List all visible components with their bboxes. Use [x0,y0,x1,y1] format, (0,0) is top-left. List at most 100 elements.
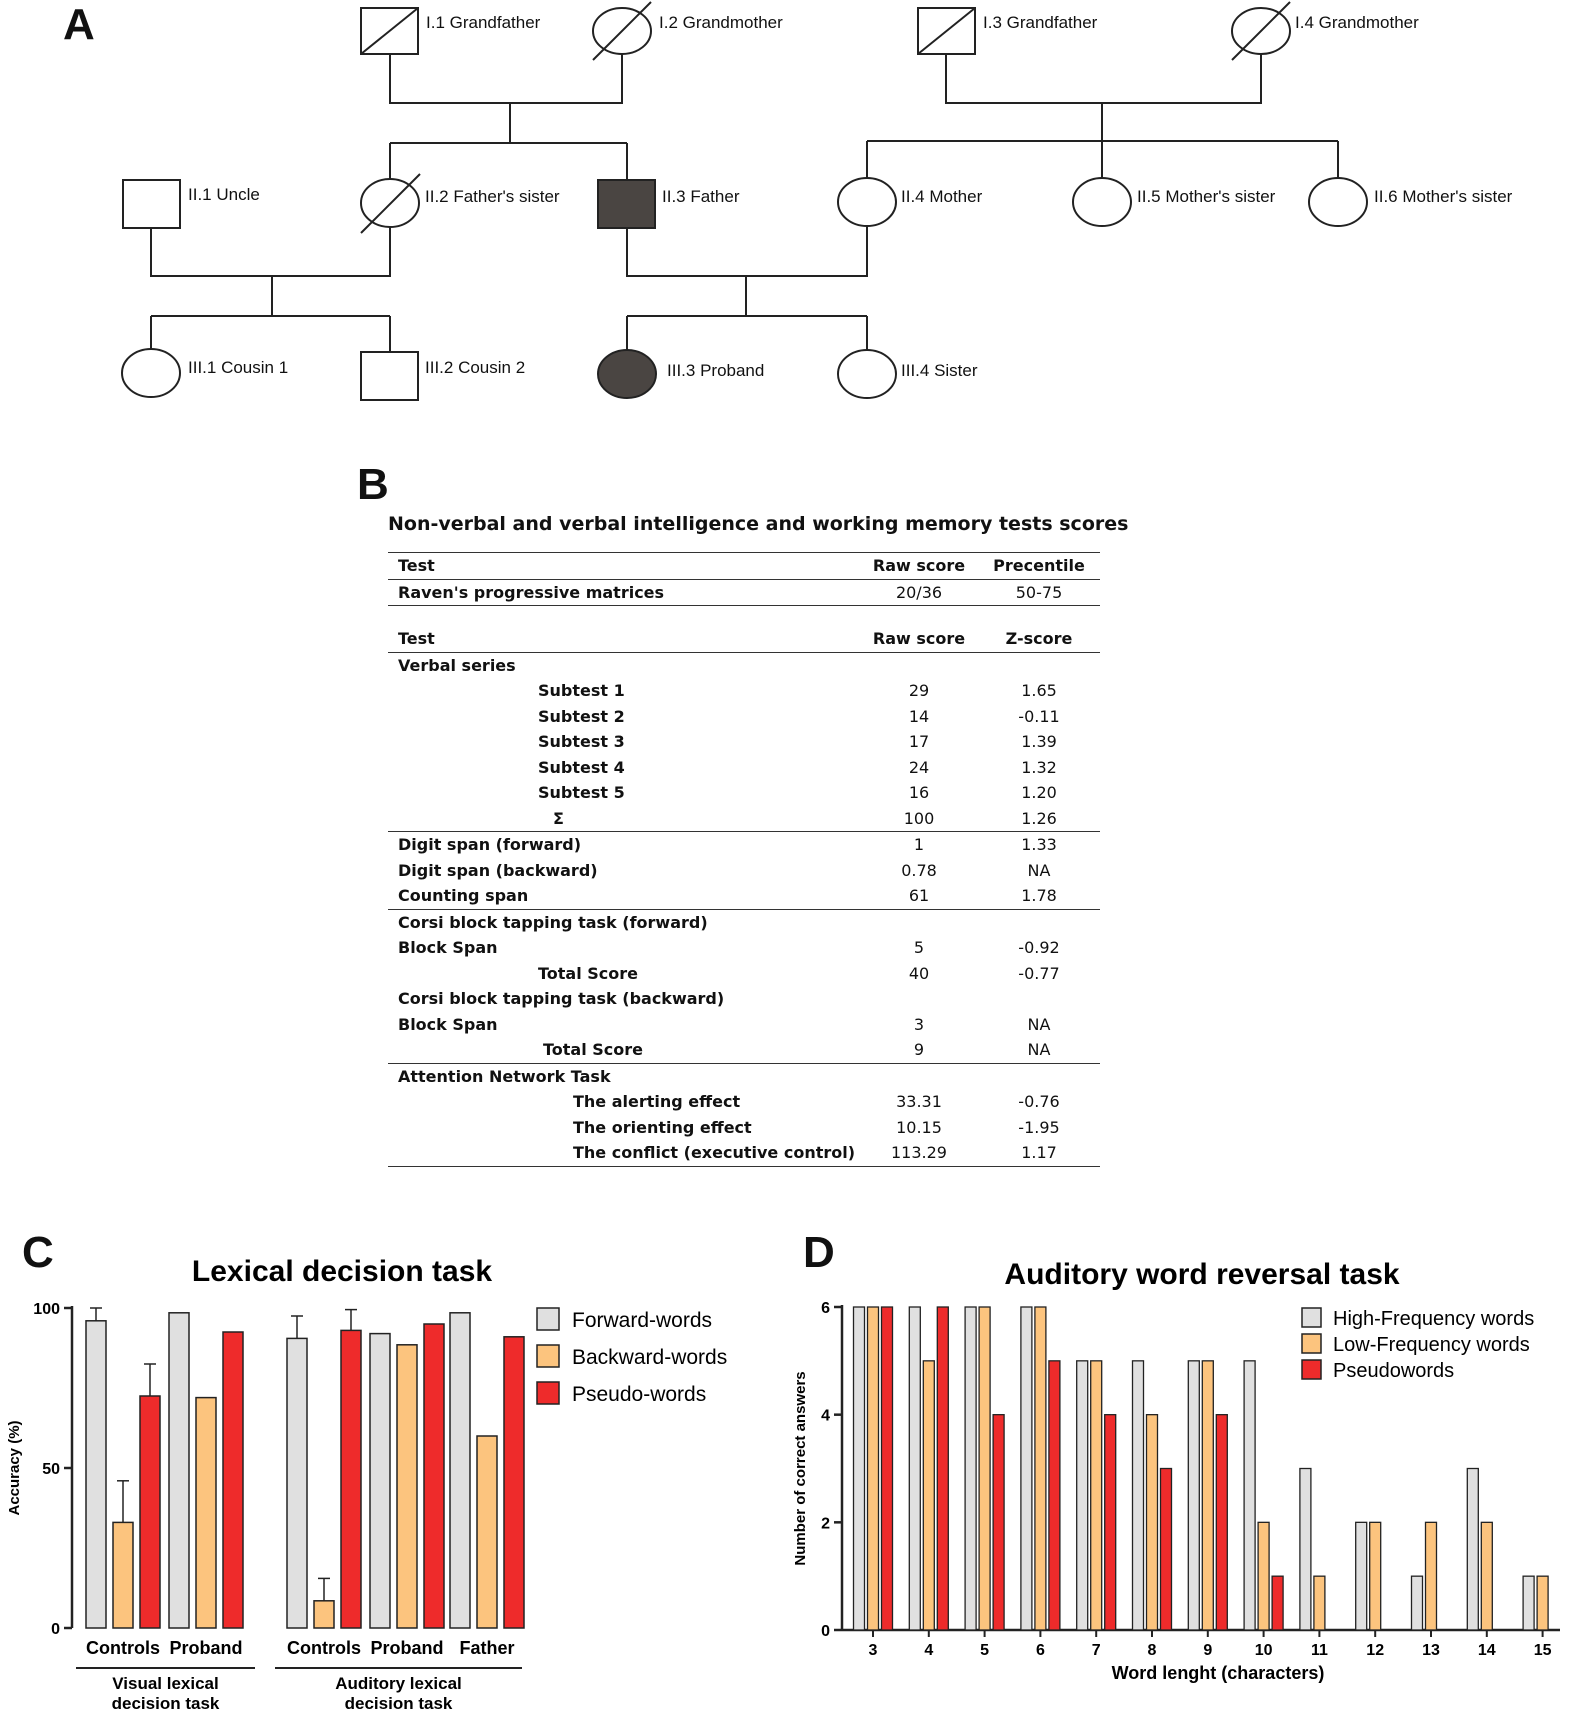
chart-c-bar [195,1396,217,1629]
chart-c-bar [85,1320,107,1629]
pedigree-grandfather-paternal [360,7,419,55]
chart-d-bar [1522,1575,1535,1631]
row-score: -1.95 [1018,1117,1060,1137]
chart-c-x-tick-label: Proband [169,1638,242,1658]
section-label: Attention Network Task [398,1066,611,1086]
label-ii4: II.4 Mother [901,187,983,206]
row-label: Block Span [398,938,498,957]
chart-c-group-label: decision task [112,1694,220,1713]
row-label: Total Score [538,963,639,983]
chart-c-legend-swatch [536,1381,560,1405]
header-test: Test [388,626,860,653]
table-row: Total Score 40 -0.77 [388,961,1100,987]
row-label: Subtest 2 [538,706,625,726]
chart-d-legend-label: High-Frequency words [1333,1308,1534,1330]
chart-c-y-tick-label: 50 [42,1461,60,1478]
label-ii3: II.3 Father [662,187,740,206]
chart-c-bar [396,1344,418,1629]
header-zscore: Z-score [978,626,1100,653]
row-label: Digit span (forward) [398,835,582,854]
chart-c-y-tick-label: 0 [51,1621,60,1638]
chart-d-x-tick-label: 8 [1148,1642,1157,1659]
label-ii5: II.5 Mother's sister [1137,187,1276,206]
chart-d-bar [1299,1467,1312,1631]
row-raw: 1 [913,835,925,854]
table-section-row: Attention Network Task [388,1063,1100,1089]
row-score: 1.17 [978,1140,1100,1167]
label-iii2: III.2 Cousin 2 [425,358,525,377]
pedigree-proband-affected [597,349,657,399]
row-score: 1.26 [978,805,1100,832]
chart-d-bar [936,1306,949,1631]
label-ii2: II.2 Father's sister [425,187,560,206]
chart-d-bar [1187,1360,1200,1631]
table-row: Digit span (forward) 1 1.33 [388,832,1100,858]
row-label: Digit span (backward) [398,860,598,880]
chart-d-x-tick-label: 6 [1036,1642,1045,1659]
chart-d-bar [922,1360,935,1631]
chart-d-bar [1466,1467,1479,1631]
table-row: Counting span 61 1.78 [388,883,1100,910]
chart-d-bar [1536,1575,1549,1631]
chart-d-x-tick-label: 5 [980,1642,989,1659]
pedigree-sister [837,349,897,399]
row-raw: 17 [908,732,930,751]
pedigree-cousin-2 [360,351,419,401]
panel-label-b: B [357,460,389,509]
chart-d-bar [1215,1414,1228,1631]
chart-d-x-tick-label: 14 [1478,1642,1496,1659]
chart-d-bar [1480,1521,1493,1631]
label-i3: I.3 Grandfather [983,13,1098,32]
table-row: The conflict (executive control) 113.29 … [388,1140,1100,1167]
pedigree-grandfather-maternal [917,7,976,55]
row-raw: 24 [908,757,930,777]
chart-d-bar [1313,1575,1326,1631]
chart-d-bar [1020,1306,1033,1631]
label-i2: I.2 Grandmother [659,13,783,32]
chart-c-bar [503,1336,525,1629]
chart-c-x-tick-label: Proband [370,1638,443,1658]
label-i1: I.1 Grandfather [426,13,541,32]
table-row: The alerting effect 33.31 -0.76 [388,1089,1100,1115]
row-raw: 0.78 [901,860,937,880]
chart-d-legend-label: Pseudowords [1333,1360,1454,1382]
label-iii3: III.3 Proband [667,361,764,380]
chart-c-bar [369,1332,391,1629]
row-score: -0.77 [1018,963,1060,983]
chart-d-bar [1131,1360,1145,1631]
header-test: Test [388,552,860,580]
chart-d-x-tick-label: 9 [1203,1642,1212,1659]
pedigree-fathers-sister [360,173,421,234]
chart-d-x-tick-label: 11 [1311,1642,1328,1659]
row-raw: 29 [908,681,930,700]
row-raw: 61 [860,883,978,910]
table-header-row: Test Raw score Precentile [388,552,1100,580]
chart-d-bar [1201,1360,1214,1631]
row-label: The alerting effect [573,1092,741,1111]
chart-c-bar [168,1312,190,1629]
chart-d-y-label: Number of correct answers [792,1371,809,1565]
section-label: Corsi block tapping task (backward) [398,989,725,1008]
chart-d-legend-swatch [1301,1333,1322,1354]
chart-d-legend-swatch [1301,1307,1322,1328]
table-row: Subtest 3 17 1.39 [388,729,1100,755]
chart-d-y-tick-label: 2 [821,1515,830,1532]
row-score: 1.33 [1021,835,1057,854]
row-label: Subtest 3 [538,732,625,751]
chart-d-x-tick-label: 4 [924,1642,933,1659]
chart-d-y-tick-label: 0 [821,1623,830,1640]
chart-d-bar [880,1306,894,1631]
row-raw: 5 [913,938,925,957]
pedigree-grandmother-paternal [592,1,652,61]
table-row: Subtest 5 16 1.20 [388,780,1100,806]
row-label: Σ [388,805,860,832]
chart-c-x-tick-label: Controls [287,1638,361,1658]
chart-c-legend-label: Forward-words [572,1309,712,1332]
chart-d-x-tick-label: 13 [1422,1642,1440,1659]
scores-table-panel: Non-verbal and verbal intelligence and w… [388,513,1128,1167]
table-section-row: Verbal series [388,652,1100,678]
chart-d-x-tick-label: 7 [1092,1642,1101,1659]
table-row: Block Span 3 NA [388,1012,1100,1038]
chart-c-legend-swatch [536,1344,560,1368]
chart-d-legend-label: Low-Frequency words [1333,1334,1530,1356]
